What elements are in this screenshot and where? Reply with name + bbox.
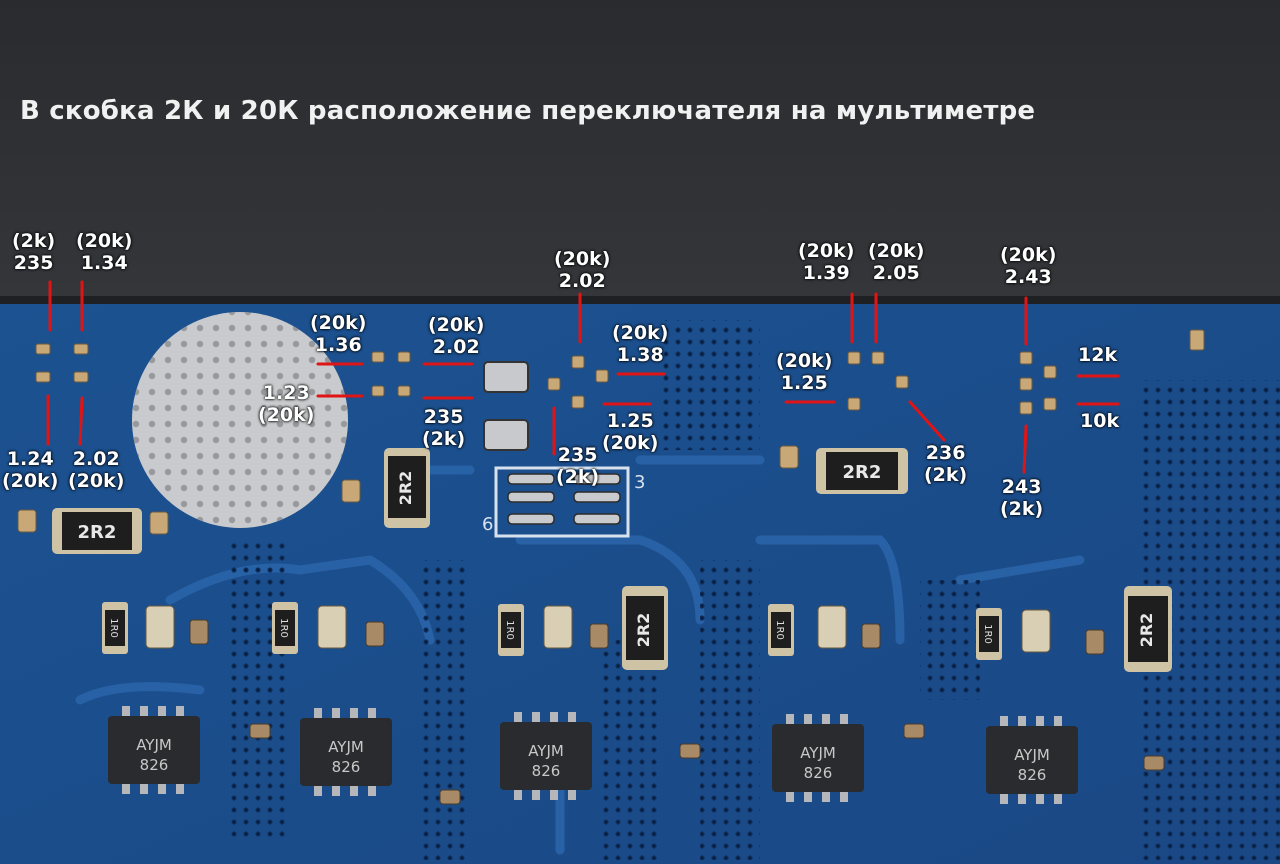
resistance-label: 12k [1078,344,1118,366]
voltage-label: 1.24(20k) [2,448,59,492]
ic-chip: AYJM 826 [108,706,200,794]
resistor-1r0: 1R0 [976,608,1002,660]
inductor-2r2: 2R2 [52,508,142,554]
marker-line [78,396,84,446]
voltage-label: (20k)1.36 [310,312,367,356]
inductor-2r2: 2R2 [1124,586,1172,672]
svg-text:1R0: 1R0 [504,620,515,640]
voltage-label: (20k)2.02 [428,314,485,358]
voltage-label: 2.02(20k) [68,448,125,492]
voltage-label: 235(2k) [422,406,466,450]
silver-pad [483,361,529,393]
silk-outline [494,466,630,538]
voltage-label: 243(2k) [1000,476,1044,520]
red-markers [46,280,1120,474]
inductor-2r2: 2R2 [622,586,668,670]
voltage-label: 236(2k) [924,442,968,486]
svg-text:AYJM: AYJM [1014,746,1050,764]
silver-pad [483,419,529,451]
svg-text:826: 826 [140,756,169,774]
silk-label: 3 [634,472,645,493]
svg-text:2R2: 2R2 [634,613,653,648]
svg-text:1R0: 1R0 [108,618,119,638]
voltage-label: (20k)1.34 [76,230,133,274]
photo-caption: В скобка 2К и 20К расположение переключа… [20,96,1036,126]
via-field [230,540,290,840]
ic-chip: AYJM 826 [986,716,1078,804]
silk-label: 6 [482,514,493,535]
ic-chip: AYJM 826 [500,712,592,800]
resistor-1r0: 1R0 [102,602,128,654]
svg-text:2R2: 2R2 [1137,613,1156,648]
voltage-label: (20k)1.25 [776,350,833,394]
via-field [600,640,660,860]
via-field [660,320,760,450]
via-field [420,560,470,860]
voltage-label: (20k)2.43 [1000,244,1057,288]
svg-text:AYJM: AYJM [328,738,364,756]
voltage-label: (20k)1.38 [612,322,669,366]
inductor-2r2: 2R2 [816,448,908,494]
marker-line [908,400,946,442]
smd-components [17,329,1205,535]
inductor-2r2: 2R2 [384,448,430,528]
svg-text:826: 826 [1018,766,1047,784]
svg-text:826: 826 [332,758,361,776]
voltage-label: 1.23(20k) [258,382,315,426]
voltage-label: (20k)2.05 [868,240,925,284]
svg-text:826: 826 [532,762,561,780]
via-field [700,560,760,860]
svg-text:2R2: 2R2 [843,462,882,483]
resistor-1r0: 1R0 [498,604,524,656]
voltage-label: 235(2k) [556,444,600,488]
svg-text:1R0: 1R0 [278,618,289,638]
svg-text:826: 826 [804,764,833,782]
black-cover [0,0,1280,303]
via-field [920,580,980,700]
svg-text:2R2: 2R2 [78,522,117,543]
voltage-label: 1.25(20k) [602,410,659,454]
svg-text:AYJM: AYJM [528,742,564,760]
voltage-label: (20k)1.39 [798,240,855,284]
svg-text:1R0: 1R0 [774,620,785,640]
svg-text:2R2: 2R2 [396,471,415,506]
voltage-label: (2k)235 [12,230,56,274]
marker-line [1022,424,1028,474]
svg-text:1R0: 1R0 [982,624,993,644]
ic-chip: AYJM 826 [300,708,392,796]
voltage-label: (20k)2.02 [554,248,611,292]
resistor-1r0: 1R0 [768,604,794,656]
ic-chip: AYJM 826 [772,714,864,802]
resistor-1r0: 1R0 [272,602,298,654]
svg-text:AYJM: AYJM [136,736,172,754]
svg-text:AYJM: AYJM [800,744,836,762]
resistance-label: 10k [1080,410,1120,432]
